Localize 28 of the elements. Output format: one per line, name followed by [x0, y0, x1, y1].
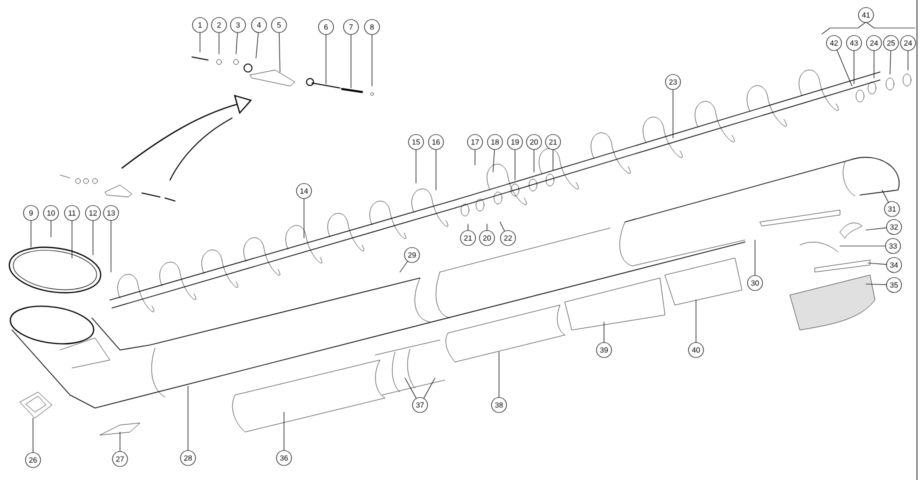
leader-line — [110, 220, 112, 272]
leader-line — [92, 220, 94, 256]
leader-line — [350, 34, 352, 88]
leader-line — [256, 32, 259, 58]
leader-line — [500, 222, 505, 232]
leader-line — [866, 284, 886, 286]
leader-line — [278, 32, 280, 72]
leader-line — [236, 32, 238, 54]
leader-line — [30, 220, 32, 248]
leader-line — [32, 418, 34, 452]
leader-line — [754, 240, 756, 276]
leader-line — [400, 261, 408, 272]
leader-line — [492, 149, 495, 172]
leader-line — [474, 150, 476, 166]
leader-line — [866, 228, 887, 230]
leader-line — [514, 150, 516, 180]
leader-line — [882, 190, 889, 202]
leader-line — [50, 220, 52, 238]
leader-line — [498, 352, 500, 398]
leader-line — [486, 224, 488, 230]
leader-line — [424, 378, 436, 398]
leader-line — [836, 50, 852, 86]
leader-line — [552, 150, 554, 170]
leader-line — [218, 32, 220, 54]
leader-line — [672, 90, 674, 138]
leader-line — [890, 50, 892, 74]
leader-line — [404, 378, 417, 398]
leader-line — [868, 262, 887, 265]
